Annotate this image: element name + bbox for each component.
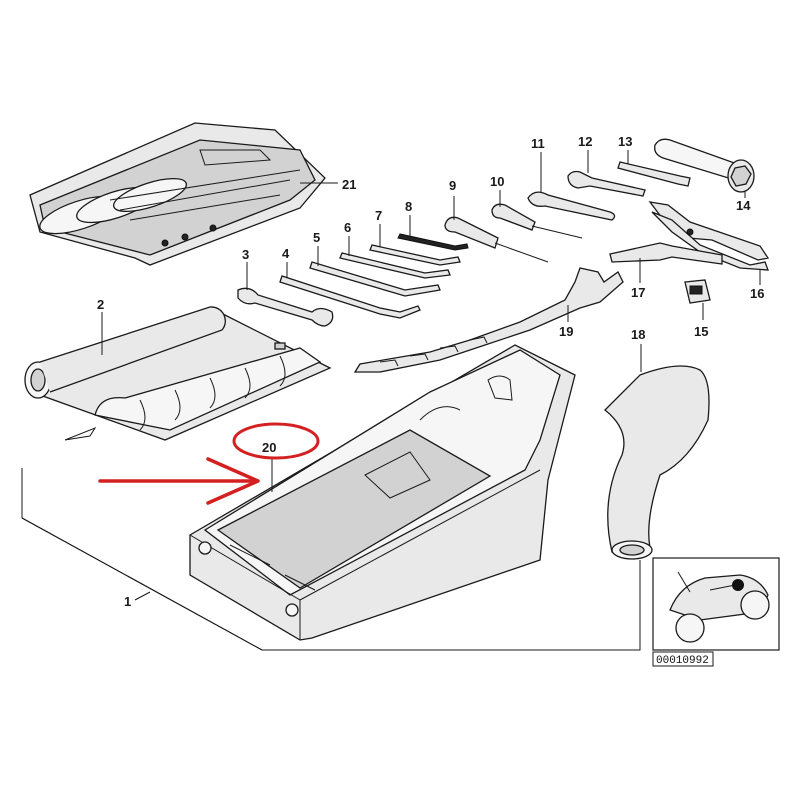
callout-12: 12	[578, 134, 592, 149]
callout-4: 4	[282, 246, 290, 261]
callout-16: 16	[750, 286, 764, 301]
rubber-boot-18	[604, 344, 710, 560]
callout-8: 8	[405, 199, 412, 214]
callout-11: 11	[531, 136, 545, 151]
callout-13: 13	[618, 134, 632, 149]
allen-keys-4-8	[279, 215, 469, 319]
blade-tool-17	[609, 242, 723, 283]
callout-15: 15	[694, 324, 708, 339]
tool-wrap-2	[24, 306, 332, 441]
callout-7: 7	[375, 208, 382, 223]
callout-9: 9	[449, 178, 456, 193]
socket-tool-12	[567, 150, 646, 197]
callout-17: 17	[631, 285, 645, 300]
callout-21: 21	[342, 177, 356, 192]
assembly-outline-edge	[21, 517, 263, 651]
callout-5: 5	[313, 230, 320, 245]
callout-1: 1	[124, 594, 131, 609]
spanner-3	[237, 262, 334, 327]
extension-13	[617, 150, 691, 187]
wrench-11	[527, 152, 616, 221]
leader-1	[134, 591, 151, 601]
long-wrench-19	[353, 267, 624, 373]
reference-code-box	[652, 651, 714, 667]
fuse-15	[684, 279, 711, 320]
callout-19: 19	[559, 324, 573, 339]
callout-20: 20	[262, 440, 276, 455]
callout-10: 10	[490, 174, 504, 189]
pliers-16	[648, 201, 770, 285]
highlight-arrow-head	[206, 457, 260, 505]
callout-3: 3	[242, 247, 249, 262]
highlight-annotation	[98, 422, 320, 505]
callout-6: 6	[344, 220, 351, 235]
callout-14: 14	[736, 198, 751, 213]
callout-labels: 1 2 3 4 5 6 7 8 9 10 11 12 13 14 15 16 1…	[97, 134, 764, 609]
tool-tray-20	[189, 344, 576, 641]
highlight-ellipse	[232, 422, 320, 460]
reference-code: 00010992	[656, 655, 709, 667]
screwdrivers-9-10	[444, 190, 583, 263]
box-spanner-14	[654, 138, 755, 198]
callout-18: 18	[631, 327, 645, 342]
tool-roll-21	[29, 122, 338, 266]
callout-2: 2	[97, 297, 104, 312]
motorcycle-inset	[652, 557, 780, 651]
